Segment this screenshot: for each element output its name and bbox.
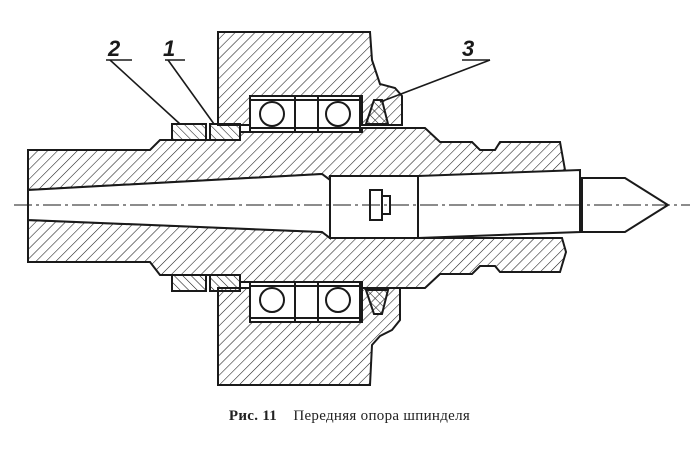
figure-title: Передняя опора шпинделя (293, 408, 471, 424)
taper-center (329, 168, 581, 239)
nut-upper-2 (171, 123, 207, 141)
spindle-front-bearing-drawing (14, 31, 690, 386)
ball-upper-2 (325, 101, 351, 127)
leader-3 (379, 59, 491, 103)
figure-caption: Рис. 11 Передняя опора шпинделя (0, 408, 699, 425)
ball-lower-2 (325, 287, 351, 313)
leader-2 (109, 59, 181, 125)
seal-lower (364, 289, 390, 315)
callout-2: 2 (108, 36, 121, 61)
leader-1 (167, 59, 215, 125)
callout-1: 1 (163, 36, 176, 61)
nut-lower-1 (209, 274, 241, 292)
ball-lower-1 (259, 287, 285, 313)
nut-upper-1 (209, 123, 241, 141)
ball-upper-1 (259, 101, 285, 127)
seal-upper (364, 99, 390, 125)
callout-3: 3 (462, 36, 475, 61)
figure-number: Рис. 11 (228, 408, 278, 424)
nut-lower-2 (171, 274, 207, 292)
